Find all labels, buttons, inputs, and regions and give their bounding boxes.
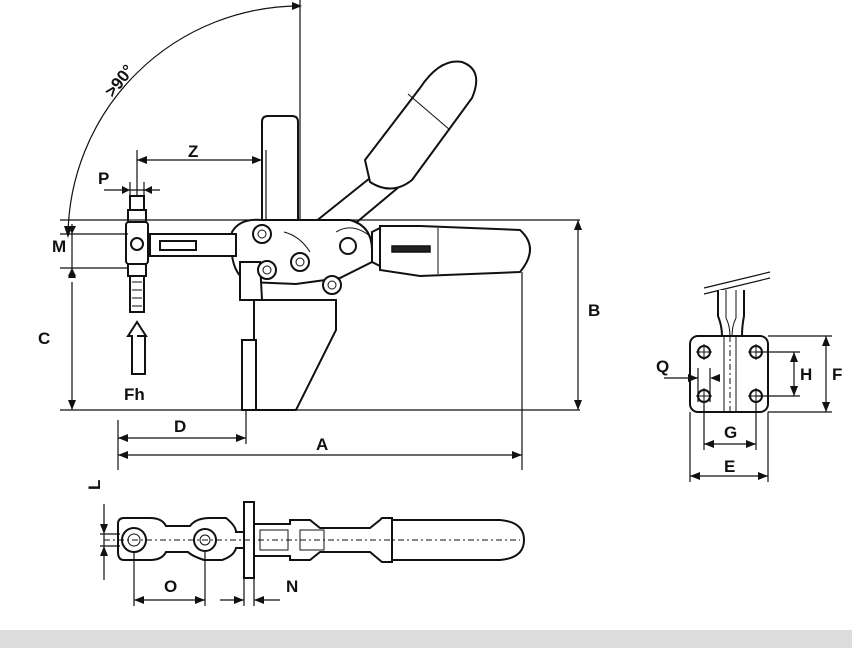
label-G: G: [724, 423, 737, 442]
raised-handle: [261, 60, 478, 234]
clamping-spindle: [125, 195, 149, 313]
label-P: P: [98, 169, 109, 188]
label-Z: Z: [188, 142, 198, 161]
label-A: A: [316, 435, 328, 454]
footer-bar: [0, 630, 852, 648]
clamp-body: [149, 218, 373, 411]
label-M: M: [52, 237, 66, 256]
label-N: N: [286, 577, 298, 596]
swing-arc: [67, 5, 301, 237]
top-view: [100, 501, 526, 606]
label-B: B: [588, 301, 600, 320]
label-C: C: [38, 329, 50, 348]
side-view: [60, 0, 582, 470]
closed-handle: [371, 225, 531, 278]
label-L: L: [85, 480, 104, 490]
base-plate-view: [664, 271, 832, 482]
label-Fh: Fh: [124, 385, 145, 404]
label-H: H: [800, 365, 812, 384]
arc-arrowhead-top: [292, 2, 302, 10]
label-F: F: [832, 365, 842, 384]
force-arrow: [126, 320, 148, 375]
label-D: D: [174, 417, 186, 436]
label-Q: Q: [656, 357, 669, 376]
label-O: O: [164, 577, 177, 596]
label-E: E: [724, 457, 735, 476]
angle-label: >90°: [101, 61, 138, 101]
